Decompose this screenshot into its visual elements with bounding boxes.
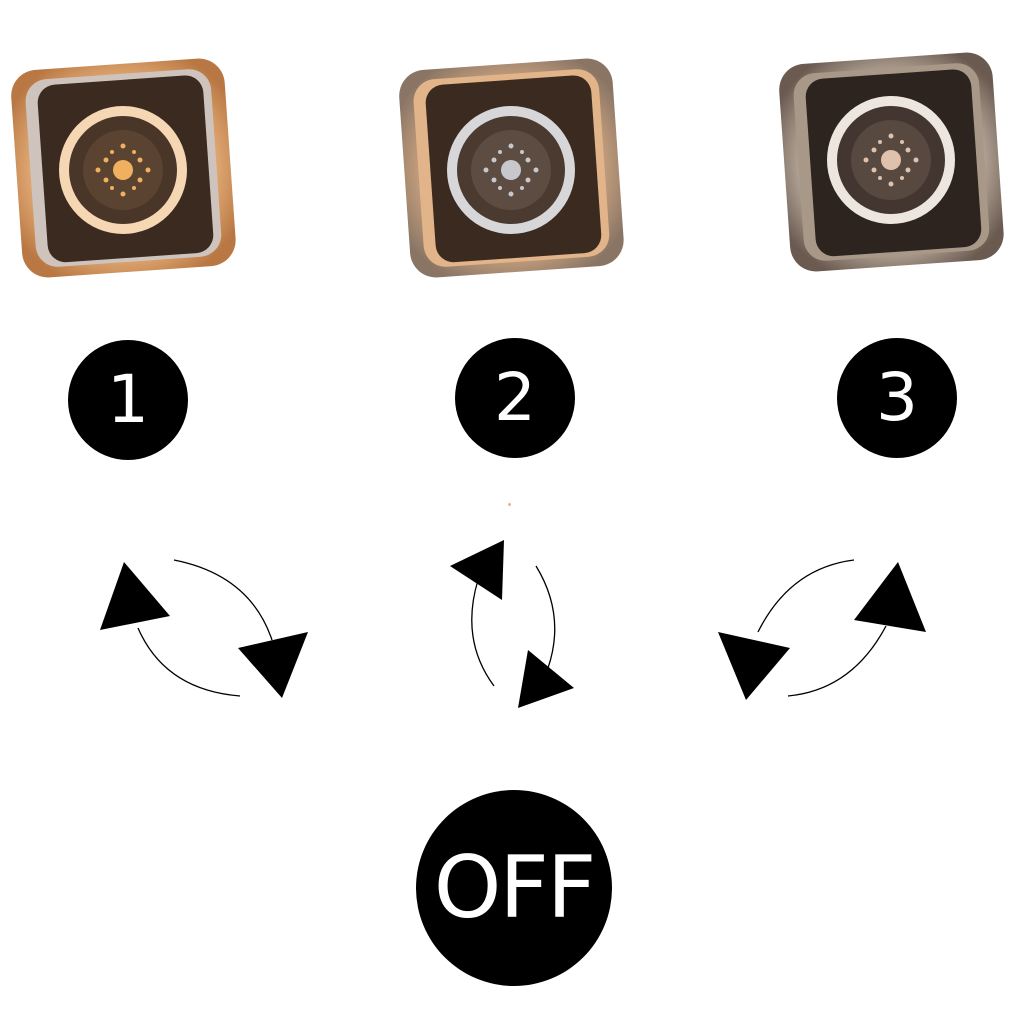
off-badge: OFF [416,790,612,986]
arrow-3-to-2-curve [757,559,855,633]
mode-3-badge: 3 [837,338,957,458]
mode-1-badge: 1 [68,340,188,460]
arrow-2-to-3-curve [787,625,887,697]
arrow-1-to-2-curve [173,559,273,641]
stray-dot [508,503,511,506]
lamp-warm-image [8,42,238,282]
lamp-neutral-image [776,36,1006,276]
lamp-cool-svg [399,58,624,278]
arrow-2-to-off-head [518,650,574,708]
arrow-off-to-2-head [450,540,504,600]
arrow-2-to-3-head [854,562,926,632]
arrow-2-to-1-head [100,562,170,630]
arrow-2-to-off-curve [535,565,556,669]
arrow-off-to-2-curve [471,579,495,687]
mode-2-badge: 2 [455,338,575,458]
arrow-3-to-2-head [718,632,790,700]
arrow-2-to-1-curve [137,627,241,697]
lamp-neutral-svg [779,52,1004,272]
lamp-warm-svg [11,58,236,278]
arrow-1-to-2-head [238,632,308,698]
lamp-cool-image [396,42,626,282]
